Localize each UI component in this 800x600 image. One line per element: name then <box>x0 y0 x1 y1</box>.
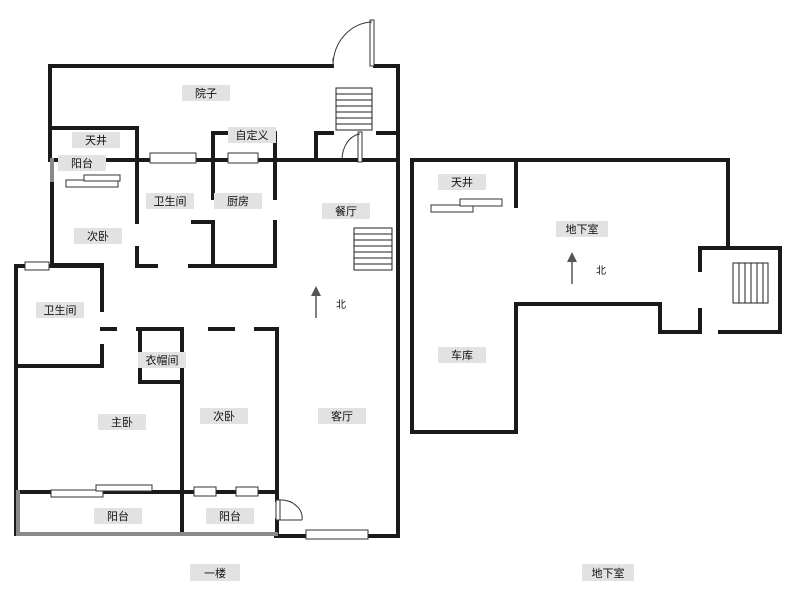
room-label-custom: 自定义 <box>228 127 276 143</box>
stairs-courtyard <box>335 87 373 131</box>
room-label-light-well: 天井 <box>72 132 120 148</box>
balcony-walls <box>16 158 278 536</box>
room-label-bedroom: 次卧 <box>74 228 122 244</box>
door-courtyard-gate <box>332 19 375 67</box>
room-label-balcony: 阳台 <box>58 155 106 171</box>
room-label-garage: 车库 <box>438 347 486 363</box>
room-labels: 院子 天井 阳台 自定义 卫生间 厨房 餐厅 次卧 <box>36 85 608 524</box>
room-label-dining: 餐厅 <box>322 203 370 219</box>
svg-text:地下室: 地下室 <box>592 566 625 580</box>
room-label-kitchen: 厨房 <box>214 193 262 209</box>
room-label-light-well: 天井 <box>438 174 486 190</box>
basement-walls <box>410 158 782 434</box>
svg-text:阳台: 阳台 <box>107 509 129 523</box>
stairs-dining <box>353 227 393 271</box>
stairs-basement <box>732 262 769 304</box>
svg-text:地下室: 地下室 <box>566 222 599 236</box>
room-label-living: 客厅 <box>318 408 366 424</box>
north-arrow-basement: 北 <box>567 252 606 284</box>
svg-text:一楼: 一楼 <box>204 566 226 580</box>
svg-text:衣帽间: 衣帽间 <box>146 353 179 367</box>
door-living-exit <box>275 499 303 521</box>
svg-text:车库: 车库 <box>451 348 473 362</box>
svg-text:厨房: 厨房 <box>227 195 249 208</box>
room-label-basement: 地下室 <box>556 221 608 237</box>
room-label-courtyard: 院子 <box>182 85 230 101</box>
caption-first-floor: 一楼 <box>190 564 240 581</box>
room-label-master-bedroom: 主卧 <box>98 414 146 430</box>
svg-text:天井: 天井 <box>85 133 107 147</box>
svg-text:阳台: 阳台 <box>219 509 241 523</box>
svg-text:客厅: 客厅 <box>331 409 353 423</box>
svg-text:卫生间: 卫生间 <box>154 194 187 208</box>
room-label-balcony: 阳台 <box>206 508 254 524</box>
north-label: 北 <box>596 265 606 277</box>
room-label-bathroom: 卫生间 <box>36 302 84 318</box>
svg-text:餐厅: 餐厅 <box>335 204 357 218</box>
room-label-bathroom: 卫生间 <box>146 193 194 209</box>
svg-text:阳台: 阳台 <box>71 156 93 170</box>
north-arrow-first-floor: 北 <box>311 286 346 318</box>
first-floor-walls <box>14 64 400 538</box>
room-label-bedroom: 次卧 <box>200 408 248 424</box>
svg-text:次卧: 次卧 <box>213 409 235 423</box>
svg-text:自定义: 自定义 <box>236 128 269 142</box>
door-stair-landing <box>341 131 363 163</box>
svg-text:院子: 院子 <box>195 86 217 100</box>
windows <box>24 152 503 540</box>
caption-basement: 地下室 <box>582 564 634 581</box>
room-label-balcony: 阳台 <box>94 508 142 524</box>
svg-text:主卧: 主卧 <box>111 416 133 429</box>
room-label-closet: 衣帽间 <box>138 352 186 368</box>
north-label: 北 <box>336 299 346 311</box>
svg-text:卫生间: 卫生间 <box>44 303 77 317</box>
svg-text:次卧: 次卧 <box>87 229 109 243</box>
svg-text:天井: 天井 <box>451 175 473 189</box>
